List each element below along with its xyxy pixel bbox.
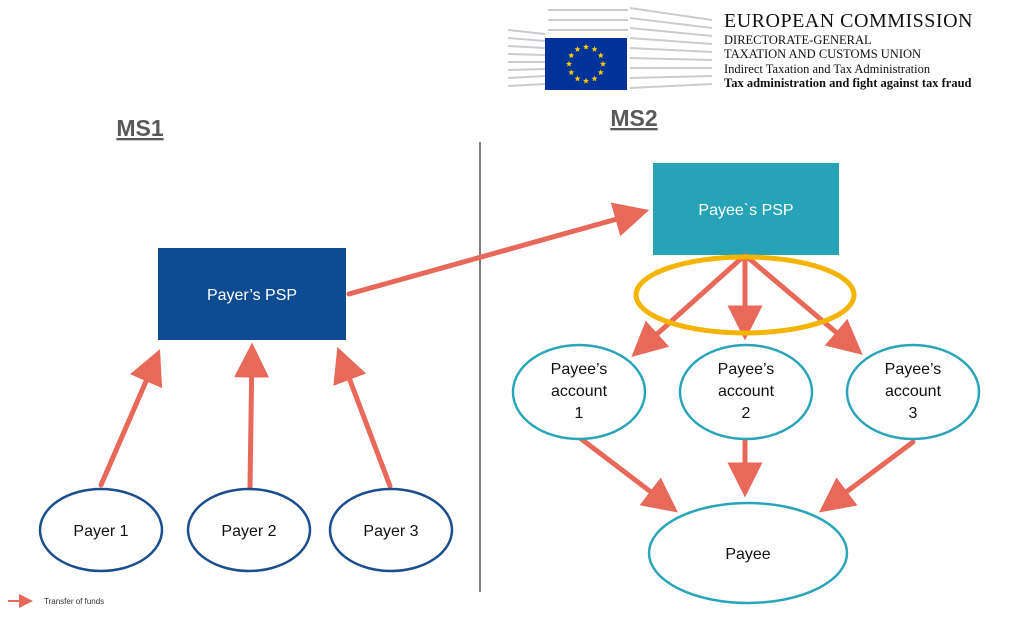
account3-line3: 3	[909, 405, 918, 422]
account2-line2: account	[718, 383, 775, 400]
berlaymont-building-icon	[507, 7, 713, 89]
eu-star-icon	[597, 69, 604, 76]
arrow-psp-to-account3	[743, 253, 863, 355]
indirect-taxation-line: Indirect Taxation and Tax Administration	[724, 61, 931, 76]
account1-line2: account	[551, 383, 608, 400]
eu-star-icon	[565, 60, 573, 67]
arrow-payer3-to-psp	[333, 346, 393, 489]
taxation-union-line: TAXATION AND CUSTOMS UNION	[724, 47, 922, 62]
payer2-label: Payer 2	[221, 523, 276, 540]
payer2-node	[186, 487, 312, 573]
eu-star-icon	[574, 46, 581, 52]
payee-account1-node	[511, 343, 647, 441]
eu-star-icon	[582, 43, 590, 50]
eu-star-icon	[599, 60, 607, 67]
payer-psp-label: Payer’s PSP	[207, 287, 297, 304]
payer3-node	[328, 487, 454, 573]
directorate-line: DIRECTORATE-GENERAL	[724, 33, 872, 47]
eu-star-icon	[591, 75, 598, 82]
eu-star-icon	[591, 46, 598, 52]
arrow-payer2-to-psp	[234, 342, 270, 491]
transfer-arrows	[98, 202, 916, 513]
payer3-label: Payer 3	[363, 523, 418, 540]
payee-label: Payee	[725, 546, 770, 563]
eu-star-icon	[582, 77, 590, 84]
arrow-payer1-to-psp	[98, 349, 163, 488]
arrow-psp-to-account1	[631, 253, 747, 358]
payee-psp-label: Payee`s PSP	[698, 202, 793, 219]
account2-line3: 2	[742, 405, 751, 422]
payer1-label: Payer 1	[73, 523, 128, 540]
commission-header: EUROPEAN COMMISSION DIRECTORATE-GENERAL …	[724, 10, 973, 91]
payee-account2-node	[678, 343, 814, 441]
eu-commission-logo	[507, 7, 713, 90]
eu-star-icon	[597, 52, 604, 59]
eu-stars-icon	[565, 43, 607, 84]
region-label-ms1: MS1	[116, 115, 164, 141]
payee-psp-box	[653, 163, 839, 255]
organization-name: EUROPEAN COMMISSION	[724, 10, 973, 32]
account3-line2: account	[885, 383, 942, 400]
account1-line1: Payee’s	[551, 361, 608, 378]
account3-line1: Payee’s	[885, 361, 942, 378]
arrow-account1-to-payee	[577, 435, 678, 513]
account1-line3: 1	[575, 405, 584, 422]
account2-line1: Payee’s	[718, 361, 775, 378]
legend: Transfer of funds	[8, 594, 104, 608]
arrow-payer-psp-to-payee-psp	[346, 202, 650, 297]
eu-star-icon	[568, 69, 575, 76]
region-label-ms2: MS2	[610, 105, 657, 131]
legend-label: Transfer of funds	[44, 597, 104, 606]
payer1-node	[38, 487, 164, 573]
fight-tax-fraud-line: Tax administration and fight against tax…	[724, 76, 972, 91]
eu-star-icon	[568, 52, 575, 59]
highlight-ellipse	[633, 254, 857, 336]
eu-star-icon	[574, 75, 581, 82]
payee-account3-node	[845, 343, 981, 441]
payee-node	[647, 501, 849, 605]
payer-psp-box	[158, 248, 346, 340]
arrow-account3-to-payee	[819, 439, 916, 513]
